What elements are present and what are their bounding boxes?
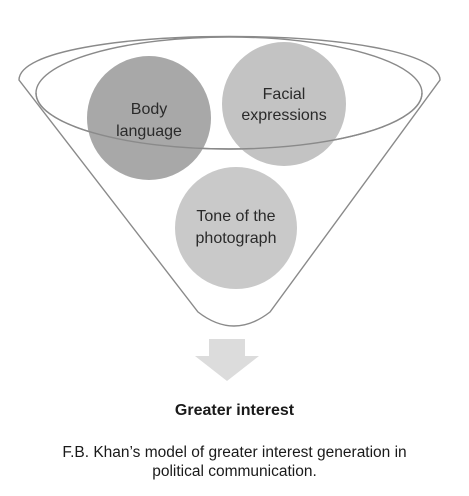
- circle-body-language-shape: [87, 56, 211, 180]
- circle-body-language-label-line1: Body: [131, 101, 167, 118]
- circle-facial-expressions-label-line2: expressions: [241, 107, 326, 124]
- down-arrow-icon: [195, 339, 259, 381]
- figure-caption-line1: F.B. Khan’s model of greater interest ge…: [62, 444, 407, 461]
- circle-facial-expressions: Facial expressions: [222, 42, 346, 166]
- circle-body-language: Body language: [87, 56, 211, 180]
- circle-tone-of-photograph-label-line1: Tone of the: [196, 208, 275, 225]
- outcome-label: Greater interest: [174, 402, 295, 419]
- circle-tone-of-photograph-label-line2: photograph: [196, 230, 277, 247]
- figure-caption: F.B. Khan’s model of greater interest ge…: [0, 443, 469, 481]
- circle-tone-of-photograph: Tone of the photograph: [175, 167, 297, 289]
- circle-body-language-label-line2: language: [116, 123, 182, 140]
- circle-facial-expressions-label-line1: Facial: [263, 86, 306, 103]
- figure-caption-line2: political communication.: [152, 463, 317, 480]
- circle-tone-of-photograph-shape: [175, 167, 297, 289]
- circle-facial-expressions-shape: [222, 42, 346, 166]
- funnel-rim-front-edge: [35, 92, 423, 150]
